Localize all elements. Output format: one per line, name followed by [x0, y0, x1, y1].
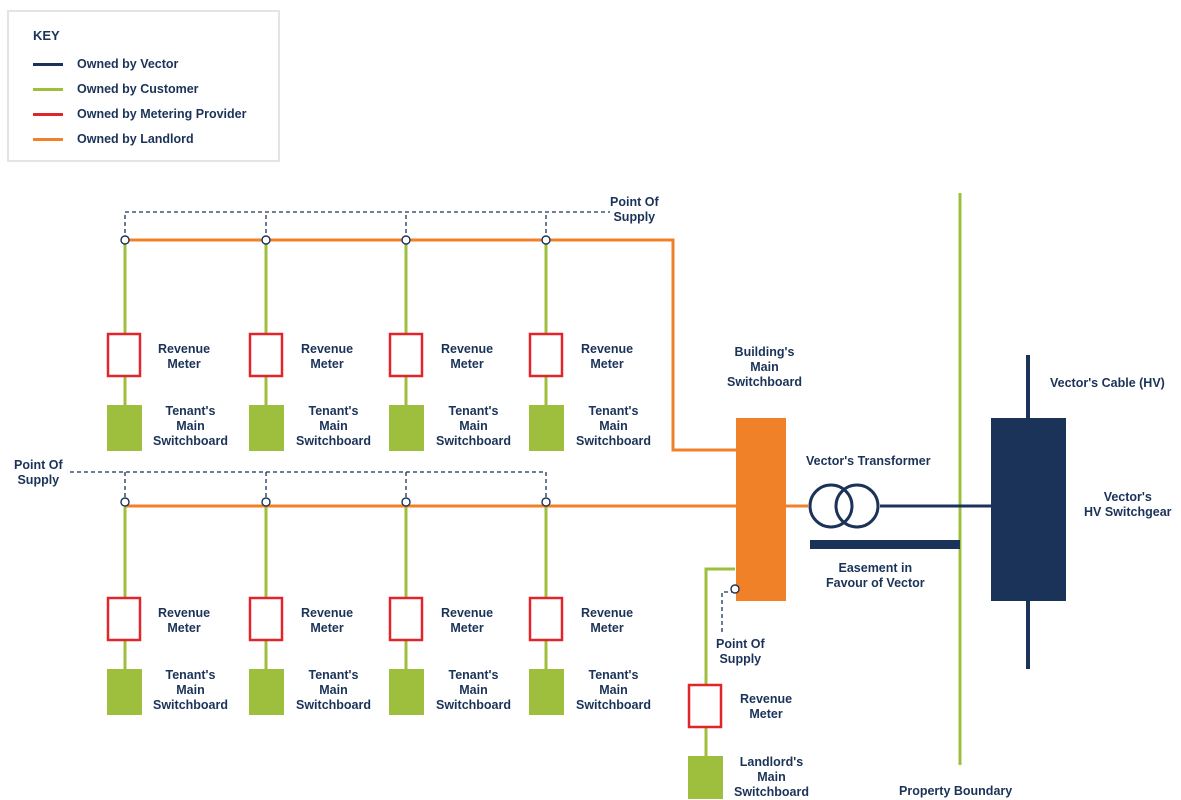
tenant-switchboards — [107, 405, 564, 715]
hv-cable-label: Vector's Cable (HV) — [1050, 376, 1165, 390]
transformer-label: Vector's Transformer — [806, 454, 931, 468]
vector-cables — [880, 355, 1030, 669]
top-point-of-supply-link — [124, 211, 610, 240]
revenue-meters — [106, 332, 723, 729]
building-main-switchboard — [736, 418, 786, 601]
property-boundary-label: Property Boundary — [899, 784, 1013, 798]
landlord-switchboard — [688, 756, 723, 799]
landlord-supply-node — [730, 584, 740, 594]
supply-nodes — [120, 235, 551, 507]
legend: KEY Owned by Vector Owned by Customer Ow… — [7, 10, 280, 162]
legend-item-vector: Owned by Vector — [33, 56, 178, 72]
legend-item-metering-provider: Owned by Metering Provider — [33, 106, 246, 122]
legend-swatch-landlord — [33, 137, 63, 141]
bottom-point-of-supply-link — [70, 471, 547, 502]
landlord-point-of-supply-link — [721, 591, 735, 632]
legend-item-landlord: Owned by Landlord — [33, 131, 194, 147]
landlord-cables — [125, 238, 808, 508]
easement-bar — [810, 540, 960, 549]
hv-switchgear — [991, 418, 1066, 601]
legend-swatch-vector — [33, 62, 63, 66]
legend-item-customer: Owned by Customer — [33, 81, 199, 97]
legend-title: KEY — [33, 28, 60, 43]
customer-cables — [123, 193, 962, 765]
legend-swatch-customer — [33, 87, 63, 91]
legend-swatch-metering-provider — [33, 112, 63, 116]
transformer-symbol — [808, 483, 880, 529]
